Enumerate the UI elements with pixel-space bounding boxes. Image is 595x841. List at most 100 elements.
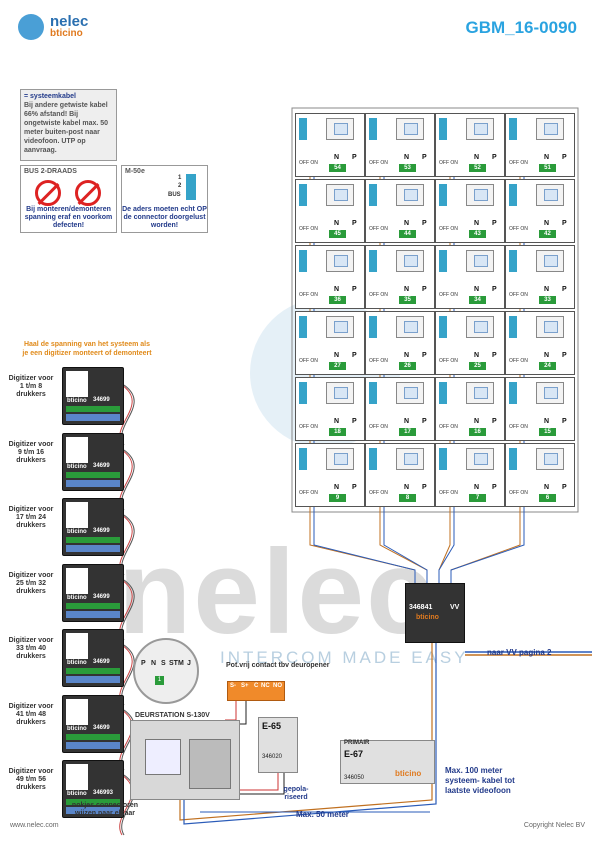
unit-terminal-icon	[509, 316, 517, 338]
grid-outline	[291, 107, 579, 513]
unit-terminal-icon	[439, 448, 447, 470]
unit-number: 7	[469, 494, 486, 502]
unit-onoff-switch: OFF ON	[509, 424, 528, 430]
connector-note: nokjes connectoren wijzen naar elkaar	[71, 802, 139, 817]
unit-terminal-icon	[509, 448, 517, 470]
digitizer-brand: bticino	[67, 660, 87, 666]
unit-n-label: N	[404, 286, 410, 293]
videofoon-icon	[396, 382, 424, 404]
door-station	[130, 720, 240, 800]
unit-p-label: P	[492, 352, 497, 359]
videofoon-icon	[536, 118, 564, 140]
unit-terminal-icon	[439, 316, 447, 338]
unit-p-label: P	[562, 154, 567, 161]
videofoon-icon	[326, 382, 354, 404]
digitizer-brand: bticino	[67, 529, 87, 535]
videofoon-icon	[396, 184, 424, 206]
digitizer-green-terminal	[66, 603, 120, 609]
unit-n-label: N	[544, 484, 550, 491]
unit-n-label: N	[334, 418, 340, 425]
unit-p-label: P	[562, 484, 567, 491]
vv-brand: bticino	[416, 614, 439, 621]
watermark-word: nelec	[118, 525, 435, 659]
unit-number: 35	[399, 296, 416, 304]
unit-number: 27	[329, 362, 346, 370]
digitizer-code: 34699	[93, 397, 110, 403]
unit-onoff-switch: OFF ON	[369, 358, 388, 364]
m50e-terminal-2: 2	[178, 183, 182, 189]
unit-p-label: P	[492, 286, 497, 293]
digitizer-code: 34699	[93, 463, 110, 469]
unit-number: 8	[399, 494, 416, 502]
unit-n-label: N	[544, 418, 550, 425]
max100-note: Max. 100 meter systeem- kabel tot laatst…	[445, 766, 515, 795]
relay-term-s-minus: S-	[230, 683, 236, 689]
unit-terminal-icon	[369, 250, 377, 272]
unit-onoff-switch: OFF ON	[509, 160, 528, 166]
ce-label-icon	[66, 568, 88, 594]
unit-terminal-icon	[509, 250, 517, 272]
digitizer-green-terminal	[66, 472, 120, 478]
digitizer-label: Digitizer voor 33 t/m 40 drukkers	[8, 637, 54, 660]
zoom-label-p: P	[141, 660, 146, 667]
unit-number: 24	[539, 362, 556, 370]
unit-p-label: P	[492, 154, 497, 161]
unit-onoff-switch: OFF ON	[439, 490, 458, 496]
unit-n-label: N	[544, 154, 550, 161]
unit-onoff-switch: OFF ON	[369, 424, 388, 430]
unit-p-label: P	[352, 286, 357, 293]
unit-number: 9	[329, 494, 346, 502]
ce-label-icon	[66, 371, 88, 397]
digitizer-green-terminal	[66, 537, 120, 543]
unit-p-label: P	[422, 352, 427, 359]
videofoon-icon	[396, 118, 424, 140]
unit-p-label: P	[422, 220, 427, 227]
psu-wire	[225, 773, 285, 795]
nelec-logo-icon	[18, 14, 44, 40]
videofoon-icon	[466, 250, 494, 272]
psu-e65: E-65 346020	[258, 717, 298, 773]
unit-onoff-switch: OFF ON	[299, 358, 318, 364]
videofoon-icon	[536, 316, 564, 338]
m50e-warning: De aders moeten echt OP de connector doo…	[122, 206, 207, 229]
unit-p-label: P	[352, 352, 357, 359]
unit-onoff-switch: OFF ON	[439, 226, 458, 232]
no-voltage-icon	[75, 180, 101, 206]
cable-info-heading: = systeemkabel	[24, 93, 76, 100]
unit-number: 53	[399, 164, 416, 172]
cable-info-box: = systeemkabel Bij andere getwiste kabel…	[20, 89, 117, 161]
unit-terminal-icon	[299, 382, 307, 404]
psu-e67-name: E-67	[344, 749, 364, 759]
unit-onoff-switch: OFF ON	[509, 358, 528, 364]
unit-terminal-icon	[299, 250, 307, 272]
bus-box-warning: Bij monteren/demonteren spanning eraf en…	[24, 206, 113, 229]
digitizer-green-terminal	[66, 406, 120, 412]
footer-copyright: Copyright Nelec BV	[523, 822, 585, 829]
door-station-module	[145, 739, 181, 775]
unit-terminal-icon	[439, 118, 447, 140]
videofoon-icon	[396, 316, 424, 338]
